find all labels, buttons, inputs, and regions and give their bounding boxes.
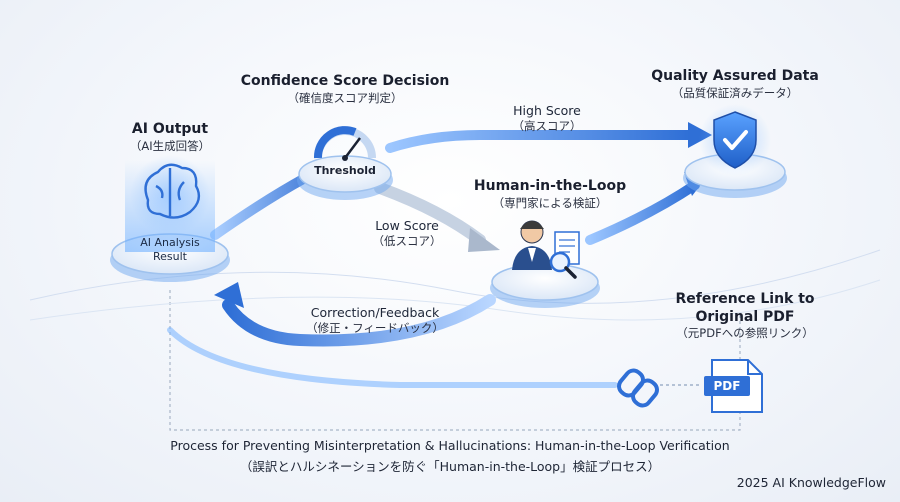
high-score-subtitle: （高スコア） xyxy=(512,118,582,133)
reference-line2: Original PDF xyxy=(695,308,795,325)
quality-label: Quality Assured Data （品質保証済みデータ） xyxy=(640,68,830,100)
high-score-label: High Score （高スコア） xyxy=(482,103,612,133)
gauge-icon xyxy=(314,126,376,161)
feedback-arrowhead xyxy=(214,282,244,308)
flow-feedback xyxy=(222,294,496,347)
hitl-label: Human-in-the-Loop （専門家による検証） xyxy=(460,178,640,210)
pdf-label: PDF xyxy=(713,379,741,393)
expert-person-icon xyxy=(512,220,552,270)
hitl-title: Human-in-the-Loop xyxy=(473,178,627,194)
hitl-node xyxy=(490,220,600,308)
hitl-subtitle: （専門家による検証） xyxy=(492,195,608,210)
reference-label: Reference Link to Original PDF （元PDFへの参照… xyxy=(660,291,830,340)
quality-subtitle: （品質保証済みデータ） xyxy=(671,85,799,100)
ai-output-title: AI Output xyxy=(131,121,209,137)
ai-analysis-line2: Result xyxy=(153,249,187,263)
reference-line1: Reference Link to xyxy=(675,291,815,307)
feedback-title: Correction/Feedback xyxy=(310,305,440,320)
ai-analysis-result-label: AI Analysis Result xyxy=(120,236,220,264)
threshold-node xyxy=(297,126,393,200)
ai-output-label: AI Output （AI生成回答） xyxy=(100,121,240,153)
low-score-title: Low Score xyxy=(375,218,439,233)
confidence-label: Confidence Score Decision （確信度スコア判定） xyxy=(225,73,465,105)
quality-node xyxy=(683,104,787,198)
confidence-subtitle: （確信度スコア判定） xyxy=(287,90,403,105)
high-score-title: High Score xyxy=(513,103,581,118)
feedback-subtitle: （修正・フィードバック） xyxy=(306,320,444,335)
flow-high-score xyxy=(385,130,695,153)
footer-english-caption: Process for Preventing Misinterpretation… xyxy=(170,438,730,453)
flow-hitl-to-quality xyxy=(585,180,700,245)
threshold-label: Threshold xyxy=(314,164,376,177)
low-score-arrowhead xyxy=(468,228,500,252)
ai-output-subtitle: （AI生成回答） xyxy=(129,138,211,153)
ai-analysis-line1: AI Analysis xyxy=(140,236,200,249)
footer-japanese-caption: （誤訳とハルシネーションを防ぐ「Human-in-the-Loop」検証プロセス… xyxy=(239,459,661,474)
low-score-label: Low Score （低スコア） xyxy=(352,218,462,248)
magnifier-icon xyxy=(549,251,577,279)
ai-output-node xyxy=(110,155,230,282)
quality-title: Quality Assured Data xyxy=(651,68,819,84)
low-score-subtitle: （低スコア） xyxy=(372,233,442,248)
flow-ai-to-threshold xyxy=(210,173,310,240)
brain-icon xyxy=(144,163,201,219)
feedback-label: Correction/Feedback （修正・フィードバック） xyxy=(290,305,460,335)
pdf-file-icon xyxy=(704,359,763,413)
confidence-title: Confidence Score Decision xyxy=(240,73,450,89)
chain-link-icon xyxy=(617,368,659,408)
credit-text: 2025 AI KnowledgeFlow xyxy=(736,475,886,490)
reference-subtitle: （元PDFへの参照リンク） xyxy=(676,326,814,340)
shield-check-icon xyxy=(713,111,757,169)
